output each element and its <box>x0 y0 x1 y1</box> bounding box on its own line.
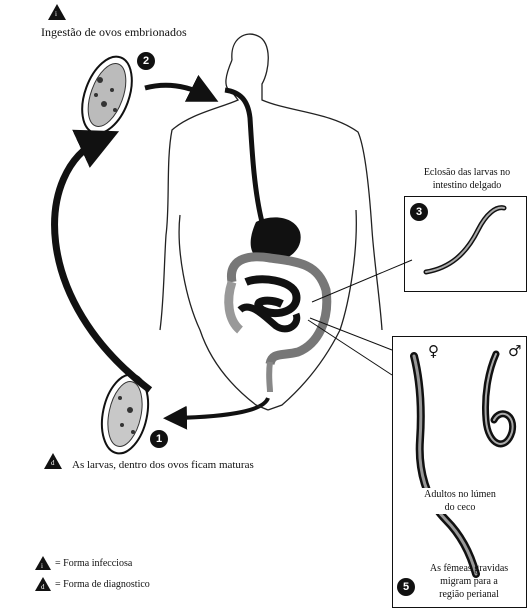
excretion-arrow <box>175 398 268 418</box>
step-1-badge: 1 <box>150 430 168 448</box>
cycle-arrow <box>55 140 150 390</box>
legend-infective-letter: i <box>41 562 43 570</box>
connector-cecum-2 <box>308 320 392 375</box>
larvae-mature-label: As larvas, dentro dos ovos ficam maturas <box>72 459 254 472</box>
diagnostic-marker-letter: d <box>51 459 55 467</box>
females-label-line3: região perianal <box>412 588 526 601</box>
females-migrate-label: As fêmeas gravidas migram para a região … <box>412 562 526 601</box>
ingestion-arrow <box>145 85 205 95</box>
legend-infective-triangle-icon <box>35 556 51 570</box>
adults-label-line2: do ceco <box>400 501 520 514</box>
females-label-line2: migram para a <box>412 575 526 588</box>
adults-label: Adultos no lúmen do ceco <box>400 488 520 514</box>
hatching-label: Eclosão das larvas no intestino delgado <box>406 166 528 192</box>
infective-marker-letter: i <box>55 10 57 18</box>
hatching-label-line2: intestino delgado <box>406 179 528 192</box>
adults-label-line1: Adultos no lúmen <box>400 488 520 501</box>
male-symbol-icon: ♂ <box>508 344 521 359</box>
digestive-tract <box>225 90 327 392</box>
females-label-line1: As fêmeas gravidas <box>412 562 526 575</box>
legend-diagnostic-letter: d <box>41 583 45 591</box>
legend-infective-label: = Forma infecciosa <box>55 558 132 570</box>
infective-stage-marker-icon <box>48 4 66 20</box>
hatching-label-line1: Eclosão das larvas no <box>406 166 528 179</box>
female-symbol-icon: ♀ <box>428 344 439 359</box>
ingestion-label: Ingestão de ovos embrionados <box>41 26 187 39</box>
embryonated-egg-illustration <box>73 50 142 140</box>
legend-diagnostic-label: = Forma de diagnostico <box>55 579 150 591</box>
step-3-badge: 3 <box>410 203 428 221</box>
step-2-badge: 2 <box>137 52 155 70</box>
